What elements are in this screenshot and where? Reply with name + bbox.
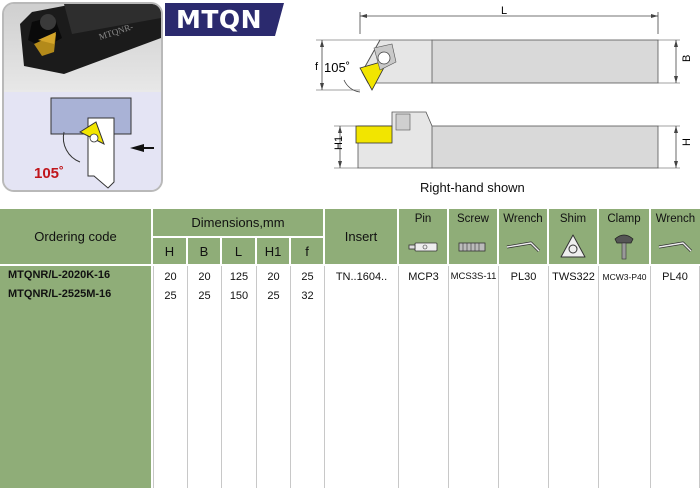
col-h: 20 25 (153, 266, 188, 488)
col-l: 125 150 (222, 266, 257, 488)
photo-angle-label: 105˚ (34, 165, 64, 182)
cell-pin: MCP3 (408, 271, 439, 283)
col-insert: TN..1604.. (325, 266, 399, 488)
col-clamp: MCW3-P40 (599, 266, 651, 488)
col-f: 25 32 (291, 266, 325, 488)
right-hand-caption: Right-hand shown (420, 180, 525, 195)
wrench-header-1: Wrench (499, 209, 547, 264)
angle-label: 105˚ (324, 60, 350, 75)
cell-shim: TWS322 (552, 271, 595, 283)
clamp-icon (614, 234, 634, 260)
spec-table: Ordering code Dimensions,mm H B L H1 f I… (0, 209, 700, 488)
side-view-shank (431, 125, 659, 169)
cell-clamp: MCW3-P40 (602, 272, 647, 282)
ordering-code-column: MTQNR/L-2020K-16 MTQNR/L-2525M-16 (0, 266, 151, 488)
cell-f-row-2: 32 (301, 290, 314, 302)
cell-l-row-1: 125 (229, 271, 249, 283)
col-b: 20 25 (188, 266, 222, 488)
dim-col-h: H (153, 238, 186, 264)
toolholder-photo-art: MTQNR- (20, 4, 161, 74)
dim-col-h1: H1 (257, 238, 289, 264)
dim-col-f: f (291, 238, 323, 264)
dim-col-l: L (222, 238, 255, 264)
clamp-header: Clamp (599, 209, 649, 264)
f-label: f (315, 61, 319, 73)
col-pin: MCP3 (399, 266, 449, 488)
col-wrench-1: PL30 (499, 266, 549, 488)
h-label: H (681, 138, 693, 146)
h1-label: H1 (333, 136, 345, 150)
cell-screw: MCS3S-11 (450, 271, 497, 282)
pin-icon (408, 242, 438, 252)
cutting-diagram: 105˚ (4, 92, 161, 190)
b-label: B (681, 55, 693, 62)
col-wrench-2: PL40 (651, 266, 700, 488)
wrench-icon (658, 241, 693, 253)
shim-icon (560, 234, 586, 258)
cell-h1-row-1: 20 (267, 271, 280, 283)
cell-h-row-2: 25 (164, 290, 177, 302)
wrench-header-1-label: Wrench (503, 213, 543, 225)
wrench-icon (506, 241, 541, 253)
cell-h1-row-2: 25 (267, 290, 280, 302)
screw-icon (458, 242, 486, 252)
wrench-header-2: Wrench (651, 209, 700, 264)
side-view-insert (355, 125, 393, 144)
cell-b-row-1: 20 (198, 271, 211, 283)
ordering-code-row-1: MTQNR/L-2020K-16 (8, 269, 111, 281)
cell-insert: TN..1604.. (335, 271, 388, 283)
col-shim: TWS322 (549, 266, 599, 488)
shim-header: Shim (549, 209, 597, 264)
pin-header: Pin (399, 209, 447, 264)
cell-wrench-1: PL30 (510, 271, 537, 283)
col-screw: MCS3S-11 (449, 266, 499, 488)
l-label: L (501, 5, 507, 17)
screw-header-label: Screw (457, 213, 489, 225)
insert-header: Insert (325, 209, 397, 264)
top-view-shank (431, 39, 659, 84)
col-h1: 20 25 (257, 266, 291, 488)
series-title: MTQN (176, 5, 263, 34)
product-photo-panel: MTQNR- 105˚ (2, 2, 163, 192)
toolholder-photo: MTQNR- (4, 4, 161, 90)
shim-header-label: Shim (559, 213, 587, 225)
cell-h-row-1: 20 (164, 271, 177, 283)
cell-wrench-2: PL40 (662, 271, 688, 283)
ordering-code-row-2: MTQNR/L-2525M-16 (8, 288, 112, 300)
cell-b-row-2: 25 (198, 290, 211, 302)
cell-l-row-2: 150 (229, 290, 249, 302)
ordering-code-header: Ordering code (0, 209, 151, 264)
wrench-header-2-label: Wrench (655, 213, 696, 225)
screw-header: Screw (449, 209, 497, 264)
pin-header-label: Pin (414, 213, 432, 225)
title-band (165, 3, 284, 36)
technical-drawing: L f 105˚ B H1 H (315, 5, 693, 169)
clamp-header-label: Clamp (607, 213, 641, 225)
cell-f-row-1: 25 (301, 271, 314, 283)
dim-col-b: B (188, 238, 220, 264)
dimensions-header: Dimensions,mm (153, 209, 323, 236)
